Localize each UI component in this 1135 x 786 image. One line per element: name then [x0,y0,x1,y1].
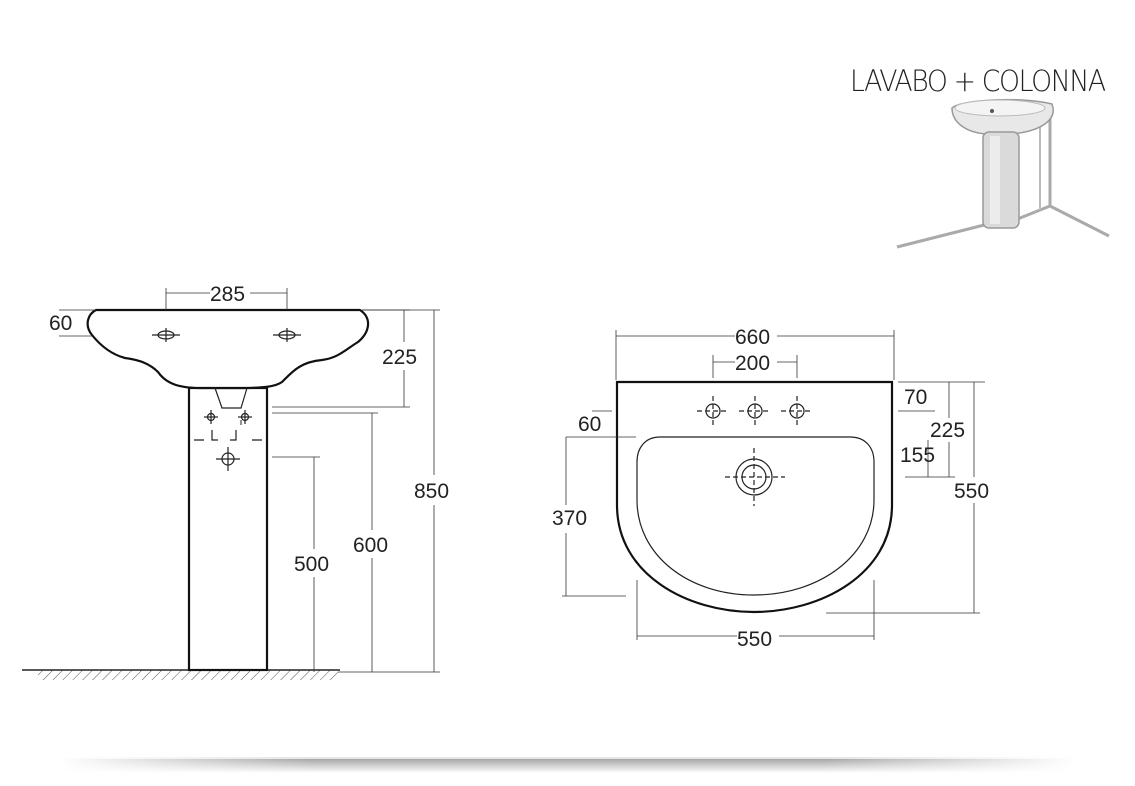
side-view: 285 60 225 850 600 500 [22,283,449,680]
dim-tap-spacing-top: 200 [735,352,770,375]
dim-drain-offset: 155 [900,444,935,467]
drain-outlet [725,448,785,506]
dim-inner-width: 550 [737,628,772,651]
bottom-shadow-divider [60,756,1075,774]
dim-drain-from-back: 225 [930,419,965,442]
dim-total-height: 850 [414,480,449,503]
floor-hatch [38,670,338,680]
top-view: 660 200 60 370 70 225 155 550 550 [552,326,989,651]
pedestal-column [187,386,269,672]
dim-overall-depth: 550 [954,480,989,503]
dim-tap-spacing-side: 285 [210,283,245,306]
dim-rim-thickness: 60 [49,312,72,335]
dim-bowl-offset: 60 [578,413,601,436]
basin-inner-bowl [636,436,875,596]
product-thumbnail [896,98,1110,249]
dim-overall-width: 660 [735,326,770,349]
dim-supply-height: 500 [294,553,329,576]
dim-rim-top: 70 [904,386,927,409]
dim-outlet-height: 600 [353,534,388,557]
dim-side-depth: 370 [552,507,587,530]
basin-side-profile [86,308,370,390]
product-title: LAVABO + COLONNA [850,64,1106,98]
dim-rim-to-outlet: 225 [382,346,417,369]
